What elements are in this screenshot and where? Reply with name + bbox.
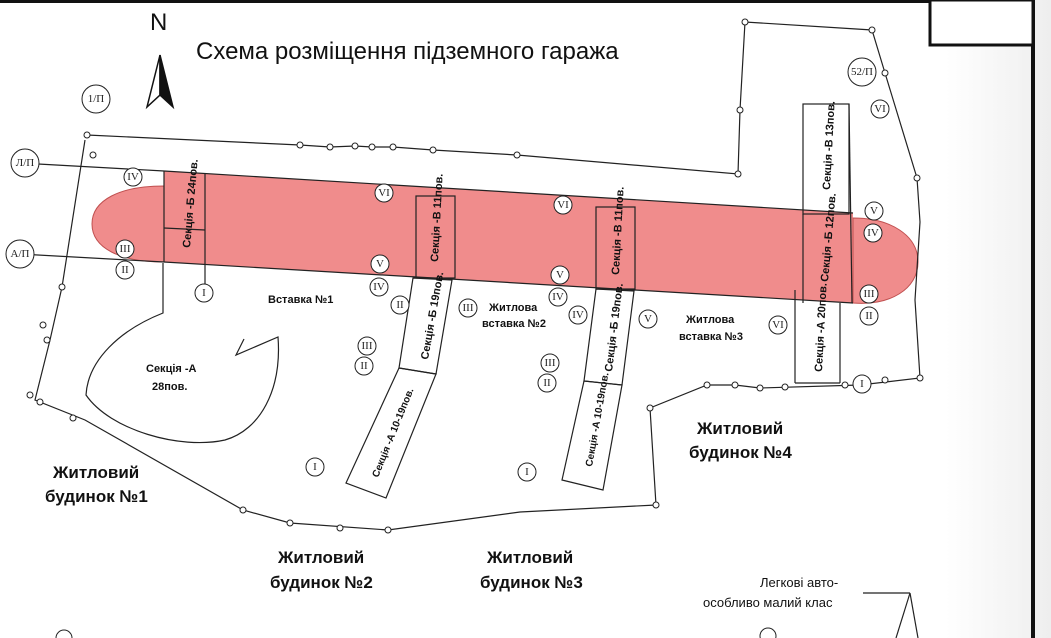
svg-text:II: II — [865, 310, 873, 322]
axis-mark: VI — [870, 99, 890, 119]
diagram-title: Схема розміщення підземного гаража — [196, 38, 619, 65]
building2-line2: будинок №2 — [270, 573, 373, 592]
axis-mark: VI — [374, 183, 394, 203]
svg-text:VI: VI — [378, 187, 390, 199]
svg-text:IV: IV — [552, 291, 564, 303]
axis-marks: IV III II I VI V IV II III III II I VI V… — [115, 99, 890, 482]
axis-mark: IV — [863, 223, 883, 243]
legend-line2: особливо малий клас — [703, 595, 833, 610]
svg-text:I: I — [202, 287, 206, 299]
title-block-corner — [928, 0, 1035, 47]
svg-text:I: I — [313, 461, 317, 473]
svg-text:V: V — [556, 269, 564, 281]
axis-mark: I — [305, 457, 325, 477]
legend-line1: Легкові авто- — [760, 575, 838, 590]
axis-mark: III — [859, 284, 879, 304]
axis-mark: III — [458, 298, 478, 318]
north-label: N — [150, 9, 167, 36]
axis-mark: V — [550, 265, 570, 285]
svg-text:V: V — [376, 258, 384, 270]
insert2-line1: Житлова — [488, 302, 538, 314]
building4-line1: Житловий — [696, 419, 783, 438]
site-boundary — [19, 21, 921, 531]
svg-text:IV: IV — [867, 227, 879, 239]
axis-mark: V — [638, 309, 658, 329]
building3-line1: Житловий — [486, 548, 573, 567]
axis-mark: II — [537, 373, 557, 393]
section-a28-line1: Секція -А — [146, 363, 197, 375]
section-v11-right-label: Секція -В 11пов. — [610, 186, 627, 275]
insert1-label: Вставка №1 — [268, 294, 333, 306]
svg-text:III: III — [864, 288, 875, 300]
svg-text:III: III — [545, 357, 556, 369]
bottom-axis-fragment-left — [55, 629, 73, 638]
axis-mark: III — [357, 336, 377, 356]
insert3-line1: Житлова — [685, 314, 735, 326]
section-v11-left-label: Секція -В 11пов. — [429, 173, 446, 262]
svg-text:I: I — [860, 378, 864, 390]
axis-mark: I — [852, 374, 872, 394]
axis-mark: IV — [548, 287, 568, 307]
building-outlines — [85, 103, 854, 499]
svg-text:V: V — [870, 205, 878, 217]
axis-mark: IV — [568, 305, 588, 325]
axis-mark: III — [115, 239, 135, 259]
svg-text:II: II — [121, 264, 129, 276]
axis-52p: 52/П — [847, 57, 877, 87]
svg-text:II: II — [360, 360, 368, 372]
legend-leader — [863, 592, 919, 638]
svg-text:1/П: 1/П — [88, 93, 105, 105]
building1-line2: будинок №1 — [45, 487, 148, 506]
svg-text:VI: VI — [772, 319, 784, 331]
svg-text:VI: VI — [874, 103, 886, 115]
svg-text:52/П: 52/П — [851, 66, 873, 78]
svg-text:Л/П: Л/П — [16, 157, 35, 169]
axis-mark: I — [194, 283, 214, 303]
boundary-markers — [26, 18, 924, 534]
axis-mark: I — [517, 462, 537, 482]
svg-text:IV: IV — [572, 309, 584, 321]
north-arrow-icon — [145, 54, 175, 110]
bottom-axis-fragment — [759, 627, 777, 638]
insert2-line2: вставка №2 — [482, 318, 546, 330]
axis-lp: Л/П — [10, 148, 40, 178]
axis-mark: IV — [369, 277, 389, 297]
building1-line1: Житловий — [52, 463, 139, 482]
axis-mark: II — [859, 306, 879, 326]
section-a28-line2: 28пов. — [152, 381, 187, 393]
svg-text:IV: IV — [127, 171, 139, 183]
axis-mark: VI — [768, 315, 788, 335]
svg-text:I: I — [525, 466, 529, 478]
svg-text:III: III — [463, 302, 474, 314]
axis-mark: II — [390, 295, 410, 315]
axis-mark: II — [115, 260, 135, 280]
svg-text:II: II — [396, 299, 404, 311]
building2-line1: Житловий — [277, 548, 364, 567]
insert3-line2: вставка №3 — [679, 331, 743, 343]
section-v13-label: Секція -В 13пов. — [821, 101, 838, 190]
axis-mark: V — [864, 201, 884, 221]
building4-line2: будинок №4 — [689, 443, 792, 462]
axis-mark: V — [370, 254, 390, 274]
svg-text:VI: VI — [557, 199, 569, 211]
axis-mark: II — [354, 356, 374, 376]
svg-text:III: III — [120, 243, 131, 255]
svg-text:III: III — [362, 340, 373, 352]
svg-text:IV: IV — [373, 281, 385, 293]
section-a20-label: Секція -А 20пов. — [813, 283, 830, 372]
svg-text:V: V — [644, 313, 652, 325]
building3-line2: будинок №3 — [480, 573, 583, 592]
axis-mark: III — [540, 353, 560, 373]
axis-ap: А/П — [5, 239, 35, 269]
svg-text:А/П: А/П — [11, 248, 30, 260]
axis-1p: 1/П — [81, 84, 111, 114]
axis-mark: IV — [123, 167, 143, 187]
axis-mark: VI — [553, 195, 573, 215]
svg-text:II: II — [543, 377, 551, 389]
